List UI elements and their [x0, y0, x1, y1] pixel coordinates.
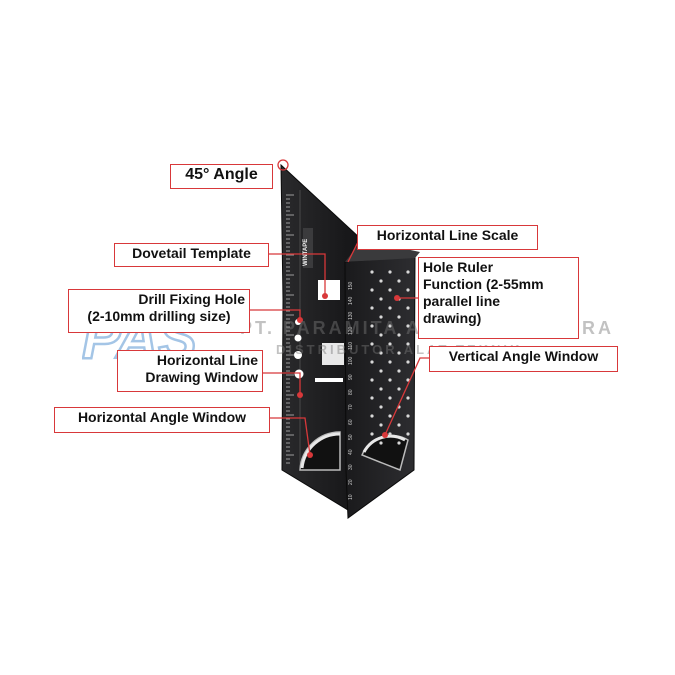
drill-hole-line-1: Drill Fixing Hole [138, 291, 245, 307]
ruler-hole [397, 315, 401, 319]
ruler-hole [406, 306, 410, 310]
ruler-hole [397, 279, 401, 283]
horizontal-window-line-2: Drawing Window [145, 369, 258, 385]
ruler-hole [397, 387, 401, 391]
ruler-hole [388, 342, 392, 346]
hole-ruler-line-2: Function (2-55mm [423, 276, 544, 292]
ruler-hole [379, 405, 383, 409]
scale-tick-label: 30 [348, 464, 354, 470]
horizontal-window-line-1: Horizontal Line [156, 352, 258, 368]
left-ruler-ticks [286, 194, 294, 464]
ruler-hole [379, 279, 383, 283]
ruler-hole [406, 360, 410, 364]
scale-tick-label: 150 [348, 281, 354, 290]
right-plate [344, 255, 416, 519]
ruler-hole [388, 270, 392, 274]
scale-tick-label: 50 [348, 434, 354, 440]
ruler-hole [388, 306, 392, 310]
ruler-hole [397, 441, 401, 445]
ruler-hole [379, 315, 383, 319]
ruler-hole [388, 360, 392, 364]
scale-tick-label: 120 [348, 326, 354, 335]
ruler-hole [379, 441, 383, 445]
ruler-hole [406, 378, 410, 382]
horizontal-angle-protractor [299, 431, 341, 471]
horizontal-window-slot [322, 343, 344, 365]
ruler-hole [379, 387, 383, 391]
dovetail-window [318, 280, 340, 300]
label-45-angle: 45° Angle [170, 164, 273, 189]
scale-tick-label: 100 [348, 356, 354, 365]
label-dovetail-text: Dovetail Template [132, 245, 251, 261]
hole-ruler-line-4: drawing) [423, 310, 482, 326]
ruler-hole [397, 351, 401, 355]
ruler-hole [388, 396, 392, 400]
horizontal-angle-text: Horizontal Angle Window [77, 409, 247, 425]
ruler-hole [388, 432, 392, 436]
ruler-hole [379, 369, 383, 373]
scale-tick-label: 90 [348, 374, 354, 380]
label-45-angle-text: 45° Angle [185, 166, 258, 183]
ruler-hole [397, 333, 401, 337]
ruler-hole [379, 297, 383, 301]
label-dovetail-template: Dovetail Template [114, 243, 269, 267]
scale-tick-label: 80 [348, 389, 354, 395]
ruler-hole [406, 270, 410, 274]
ruler-hole [406, 342, 410, 346]
horizontal-scale-numbers: 10 20 30 40 50 60 70 80 90 100 110 120 130 140 150 [348, 281, 354, 500]
ruler-hole [406, 432, 410, 436]
ruler-hole [370, 342, 374, 346]
hole-ruler-line-1: Hole Ruler [423, 259, 494, 275]
hole-ruler-line-3: parallel line [423, 293, 501, 309]
scale-tick-label: 70 [348, 404, 354, 410]
ruler-hole [370, 360, 374, 364]
ruler-hole [370, 432, 374, 436]
ruler-hole [370, 288, 374, 292]
drill-holes [294, 319, 304, 379]
ruler-hole [406, 288, 410, 292]
label-vertical-angle-window: Vertical Angle Window [429, 346, 618, 372]
label-horizontal-line-window: Horizontal Line Drawing Window [117, 350, 263, 392]
ruler-hole [397, 423, 401, 427]
hole-ruler-grid [370, 270, 410, 445]
ruler-hole [388, 414, 392, 418]
scale-tick-label: 10 [348, 494, 354, 500]
scale-tick-label: 110 [348, 342, 354, 350]
ruler-brand: WINTAPE [303, 239, 309, 266]
ruler-hole [370, 414, 374, 418]
label-horizontal-scale-text: Horizontal Line Scale [376, 227, 519, 243]
ruler-hole [370, 378, 374, 382]
label-drill-fixing-hole: Drill Fixing Hole (2-10mm drilling size) [68, 289, 250, 333]
ruler-hole [388, 378, 392, 382]
ruler-hole [388, 324, 392, 328]
scale-tick-label: 130 [348, 311, 354, 320]
scale-tick-label: 20 [348, 479, 354, 485]
ruler-hole [370, 270, 374, 274]
ruler-hole [370, 306, 374, 310]
callout-lines [250, 159, 430, 456]
ruler-hole [379, 351, 383, 355]
ruler-hole [406, 414, 410, 418]
ruler-hole [370, 324, 374, 328]
ruler-hole [397, 369, 401, 373]
scale-tick-label: 40 [348, 449, 354, 455]
vertical-angle-text: Vertical Angle Window [448, 348, 599, 364]
ruler-hole [388, 288, 392, 292]
label-horizontal-angle-window: Horizontal Angle Window [54, 407, 270, 433]
scale-tick-label: 60 [348, 419, 354, 425]
ruler-hole [379, 333, 383, 337]
callout-dots [297, 293, 400, 458]
ruler-hole [370, 396, 374, 400]
ruler-hole [379, 423, 383, 427]
label-hole-ruler: Hole Ruler Function (2-55mm parallel lin… [418, 257, 579, 339]
ruler-hole [406, 324, 410, 328]
label-horizontal-line-scale: Horizontal Line Scale [357, 225, 538, 250]
drill-hole-line-2: (2-10mm drilling size) [87, 308, 231, 324]
ruler-hole [406, 396, 410, 400]
scale-tick-label: 140 [348, 296, 354, 305]
